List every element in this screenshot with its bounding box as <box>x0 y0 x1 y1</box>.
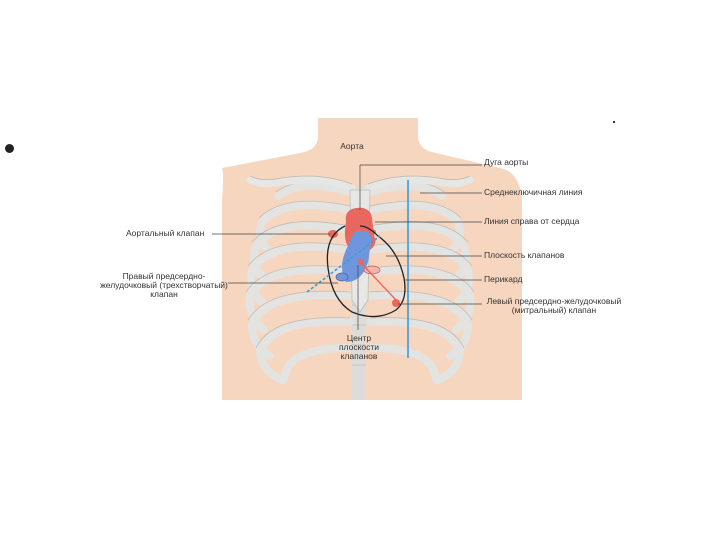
label-right-border-line: Линия справа от сердца <box>484 216 580 226</box>
label-right-av-valve: Правый предсердно-желудочковый (трехство… <box>100 271 228 299</box>
aortic-valve-marker <box>328 230 338 238</box>
center-marker <box>358 259 364 265</box>
left-valve-marker <box>368 229 376 235</box>
pericardium-outline <box>326 225 406 318</box>
heart <box>328 207 400 307</box>
label-valve-plane: Плоскость клапанов <box>484 250 565 260</box>
tricuspid-marker <box>335 272 349 282</box>
heart-axis-line <box>359 261 399 303</box>
label-aortic-valve: Аортальный клапан <box>126 228 205 238</box>
leader-lines <box>212 164 482 330</box>
label-aortic-arch: Дуга аорты <box>484 157 529 167</box>
mitral-marker <box>363 265 381 275</box>
clavicles <box>246 176 474 192</box>
clavicle-outlines <box>249 175 471 185</box>
label-valve-plane-center: Центр плоскости клапанов <box>338 333 380 361</box>
label-midclavicular-line: Среднеключичная линия <box>484 187 583 197</box>
label-left-av-valve: Левый предсердно-желудочковый (митральны… <box>486 296 622 315</box>
label-aorta: Аорта <box>340 141 364 151</box>
stray-dot <box>613 121 615 123</box>
bullet-point <box>5 144 14 153</box>
label-pericardium: Перикард <box>484 274 523 284</box>
